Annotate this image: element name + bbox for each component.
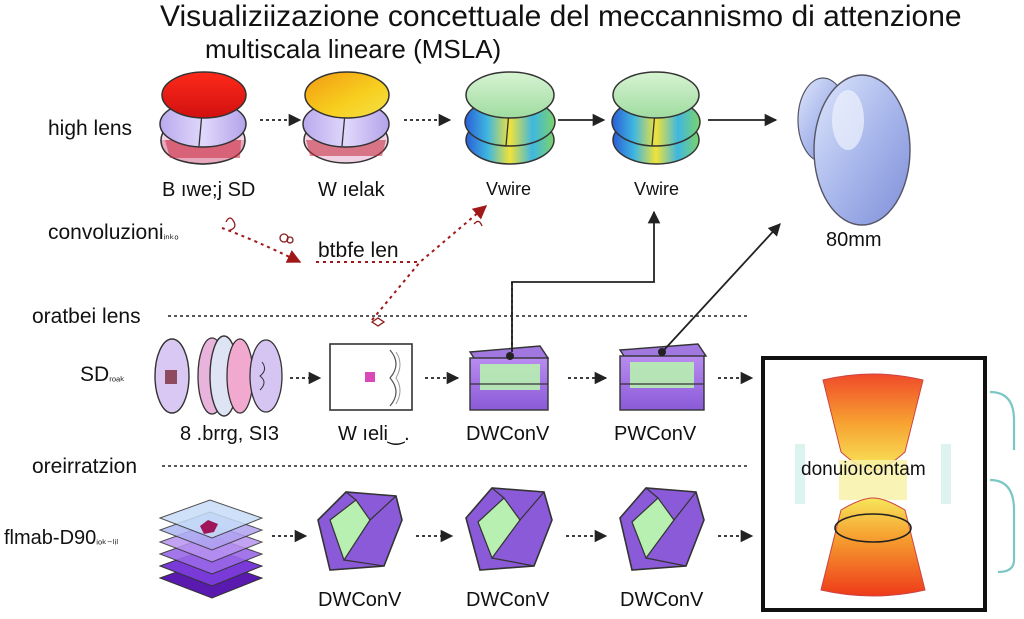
- dwconv-prism-1-icon: [317, 491, 403, 571]
- middle-caption-4: PWConV: [614, 423, 697, 445]
- output-panel-label: donuioıcontam: [801, 459, 926, 480]
- final-subtext: ᵢₒₖ₋ₗᵢₗ: [96, 535, 119, 547]
- red-dotted-arrows: [221, 205, 488, 321]
- row-label-final: flmab-D90ᵢₒₖ₋ₗᵢₗ: [4, 528, 118, 548]
- sd-text: SD: [80, 363, 110, 386]
- lens-icon: [797, 74, 911, 226]
- doodle-icons: [225, 217, 483, 327]
- dwconv-prism-3-icon: [619, 487, 705, 571]
- bottom-caption-3: DWConV: [620, 589, 704, 611]
- middle-caption-3: DWConV: [466, 423, 550, 445]
- final-text: flmab-D90: [4, 527, 97, 549]
- top-caption-2: W ıelak: [318, 179, 385, 201]
- side-bracket-icon: [989, 390, 1016, 574]
- disc-stack-4-icon: [611, 71, 701, 165]
- diagram-title-line2: multiscala lineare (MSLA): [205, 34, 502, 64]
- disc-stack-3-icon: [464, 71, 556, 165]
- top-caption-4: Vwire: [634, 179, 680, 199]
- convolution-subtext: ᵢₙₖₒ: [163, 230, 179, 242]
- top-caption-1: B ıwe;j SD: [162, 179, 256, 201]
- layer-stack-icon: [158, 499, 264, 599]
- top-caption-3: Vwire: [486, 179, 532, 199]
- dwconv-prism-2-icon: [465, 487, 553, 571]
- blur-lens-label: btbfe len: [318, 239, 399, 262]
- pwconv-cube-icon: [618, 343, 708, 411]
- lens-array-icon: [154, 335, 283, 417]
- row-label-convolution: convoluzioniᵢₙₖₒ: [48, 222, 179, 243]
- top-output-caption: 80mm: [826, 229, 882, 251]
- sd-subtext: ᵣₒₐₖ: [109, 372, 125, 384]
- window-box-icon: [329, 343, 413, 411]
- row-label-orientation: oreirratzion: [32, 455, 138, 478]
- row-label-high-lens: high lens: [48, 117, 133, 140]
- bottom-caption-2: DWConV: [466, 589, 550, 611]
- bottom-caption-1: DWConV: [318, 589, 402, 611]
- dwconv-cube-icon: [468, 345, 550, 411]
- hourglass-heatmap-icon: [795, 373, 951, 597]
- middle-row-arrows: [290, 210, 781, 385]
- disc-stack-2-icon: [302, 71, 390, 164]
- disc-stack-1-icon: [159, 71, 247, 165]
- diagram-title-line1: Visualiziizazione concettuale del meccan…: [160, 0, 962, 33]
- middle-caption-1: 8 .brrg, SI3: [180, 423, 279, 445]
- middle-caption-2: W ıeli‿.: [338, 423, 410, 445]
- output-panel: donuioıcontam: [761, 356, 987, 612]
- row-label-sd: SDᵣₒₐₖ: [80, 364, 125, 385]
- row-label-broad-lens: oratbei lens: [32, 305, 141, 328]
- convolution-text: convoluzioni: [48, 221, 164, 244]
